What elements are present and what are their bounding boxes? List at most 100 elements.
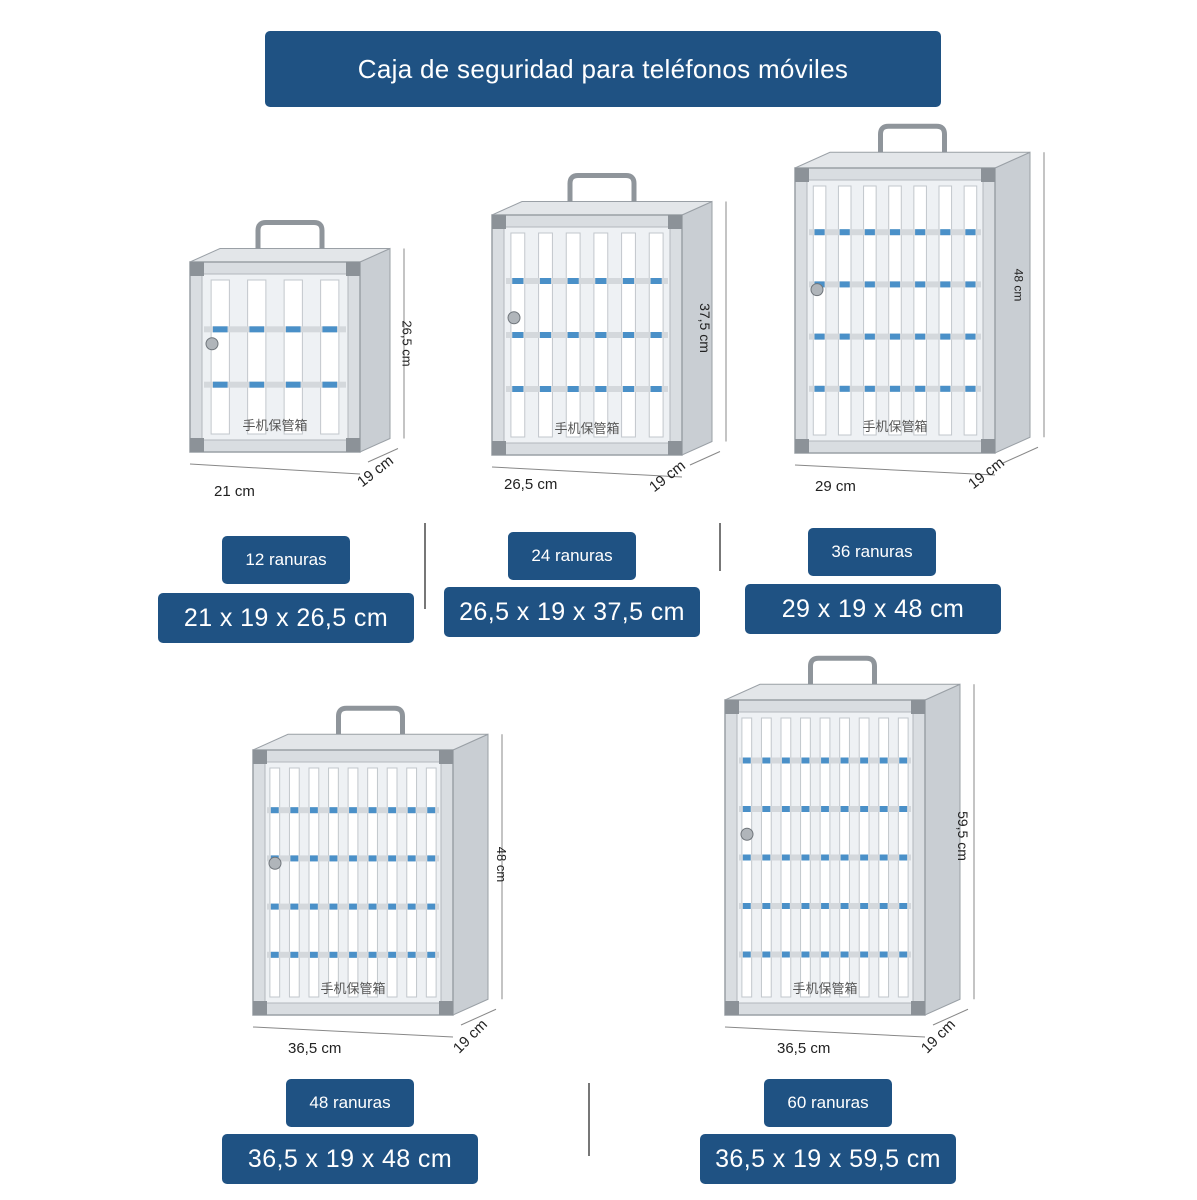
slot-number-tag (762, 806, 771, 812)
slot-number-tag (864, 333, 875, 340)
slot-number-tag (388, 903, 397, 910)
corner-bracket (439, 1001, 453, 1015)
lock-icon (205, 337, 219, 351)
slot-divider (812, 185, 827, 436)
corner-bracket (346, 438, 360, 452)
corner-bracket (190, 438, 204, 452)
slot-number-tag (349, 951, 357, 958)
slot-number-tag (407, 807, 416, 814)
slot-divider (888, 185, 902, 436)
slot-number-tag (814, 333, 825, 340)
slot-number-tag (965, 229, 976, 236)
slot-number-tag (801, 903, 810, 909)
handle-icon (255, 220, 325, 249)
slot-number-tag (839, 385, 850, 392)
slot-number-tag (781, 903, 790, 909)
slot-divider (963, 185, 978, 436)
slot-number-tag (622, 332, 635, 338)
slot-shelf (506, 332, 668, 338)
cabinet-36-slots-image: 手机保管箱 (794, 123, 1045, 476)
slot-number-tag (899, 854, 908, 861)
slot-number-tag (899, 951, 908, 958)
slots-badge: 24 ranuras (508, 532, 636, 580)
slot-number-tag (539, 332, 552, 338)
slot-number-tag (864, 385, 875, 392)
corner-bracket (725, 1001, 739, 1015)
slot-number-tag (840, 757, 849, 764)
slot-number-tag (879, 951, 888, 958)
slot-divider (269, 767, 281, 998)
slot-number-tag (864, 229, 875, 236)
lock-icon (268, 856, 282, 870)
depth-dimension-line (689, 451, 721, 466)
corner-bracket (911, 700, 925, 714)
slot-number-tag (368, 903, 377, 910)
slot-number-tag (349, 855, 357, 862)
slot-number-tag (915, 333, 926, 340)
slot-number-tag (965, 281, 976, 288)
slot-shelf (506, 386, 668, 392)
slot-number-tag (839, 333, 850, 340)
slot-number-tag (860, 806, 869, 812)
slot-number-tag (650, 386, 662, 392)
slot-number-tag (915, 385, 926, 392)
divider (424, 523, 426, 609)
corner-bracket (795, 439, 809, 453)
width-label: 21 cm (214, 483, 255, 500)
slot-number-tag (290, 855, 299, 862)
slot-number-tag (539, 386, 552, 392)
slot-number-tag (595, 278, 607, 284)
page-title: Caja de seguridad para teléfonos móviles (357, 53, 849, 84)
size-label: 36,5 x 19 x 48 cm (247, 1144, 453, 1173)
slot-shelf (204, 326, 346, 333)
slot-number-tag (622, 386, 635, 392)
slot-shelf (204, 381, 346, 388)
slot-number-tag (249, 381, 265, 388)
slot-number-tag (781, 854, 790, 861)
slot-number-tag (889, 385, 901, 392)
slot-number-tag (309, 807, 318, 814)
corner-bracket (668, 441, 682, 455)
depth-dimension-line (367, 448, 399, 463)
handle-icon (336, 705, 405, 735)
slot-number-tag (427, 855, 436, 862)
cabinet-top (724, 683, 961, 701)
slots-label: 48 ranuras (309, 1093, 391, 1112)
corner-bracket (668, 215, 682, 229)
slot-number-tag (801, 757, 810, 764)
slot-number-tag (309, 855, 318, 862)
slot-number-tag (567, 278, 579, 284)
slot-number-tag (899, 806, 908, 812)
slot-number-tag (879, 854, 888, 861)
corner-bracket (981, 168, 995, 182)
width-label: 29 cm (815, 478, 856, 495)
slot-number-tag (567, 386, 579, 392)
divider (588, 1083, 590, 1156)
slot-number-tag (762, 854, 771, 861)
slot-divider (320, 279, 340, 435)
width-dimension-line (794, 464, 996, 476)
cabinet-side-panel (994, 151, 1031, 454)
slot-number-tag (329, 807, 338, 814)
slot-number-tag (860, 903, 869, 909)
width-label: 36,5 cm (777, 1040, 831, 1057)
slot-shelf (506, 278, 668, 284)
height-label: 37,5 cm (696, 303, 713, 353)
slot-divider (938, 185, 953, 436)
slot-divider (425, 767, 437, 998)
slots-label: 36 ranuras (831, 542, 913, 561)
slot-number-tag (899, 903, 908, 909)
slot-number-tag (965, 385, 976, 392)
slot-number-tag (940, 385, 951, 392)
slot-number-tag (595, 332, 607, 338)
size-badge: 36,5 x 19 x 48 cm (222, 1134, 478, 1184)
slots-badge: 12 ranuras (222, 536, 350, 584)
slot-number-tag (889, 229, 901, 236)
slot-number-tag (512, 386, 524, 392)
slot-number-tag (427, 903, 436, 910)
slots-label: 24 ranuras (531, 546, 613, 565)
cabinet-12-slots-image: 手机保管箱 (189, 220, 405, 475)
slot-number-tag (285, 381, 301, 388)
slot-number-tag (512, 278, 524, 284)
slot-number-tag (899, 757, 908, 764)
